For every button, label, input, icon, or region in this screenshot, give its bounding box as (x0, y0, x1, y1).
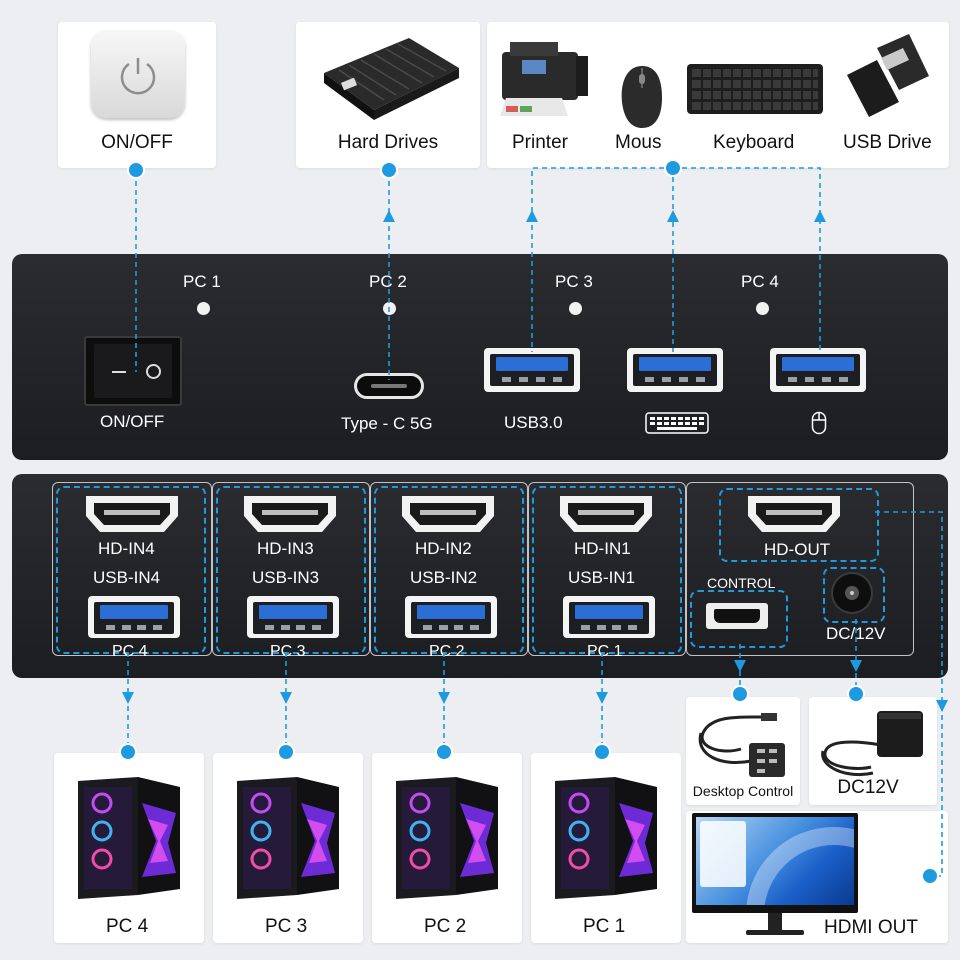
printer-icon (500, 42, 588, 116)
hdmi-out-port[interactable] (742, 494, 846, 534)
front-usb-port-1[interactable] (484, 348, 580, 392)
peripherals-card: Printer Mous Keyboard USB Drive (487, 22, 949, 168)
hdmi-in2-port[interactable] (400, 494, 496, 534)
front-pc2-label: PC 2 (369, 272, 407, 291)
hd-in4-label: HD-IN4 (98, 539, 155, 558)
keyboard-port-icon (645, 412, 709, 434)
back-pc3-label: PC 3 (270, 643, 306, 660)
keyboard-label: Keyboard (713, 132, 795, 153)
usb-in1-port[interactable] (563, 596, 655, 638)
front-usb-port-3[interactable] (770, 348, 866, 392)
dc12v-connector-dot (847, 685, 865, 703)
type-c-port[interactable] (354, 373, 424, 399)
pc3-led (569, 302, 582, 315)
hdmi-in1-port[interactable] (558, 494, 654, 534)
back-pc1-label: PC 1 (587, 643, 623, 660)
pc2-tower-icon (396, 777, 498, 899)
dc-12v-port-label: DC/12V (826, 624, 886, 643)
bottom-pc3-label: PC 3 (265, 916, 308, 937)
port-dash-2 (374, 486, 524, 654)
usb30-label: USB3.0 (504, 413, 563, 432)
keyboard-icon (687, 64, 823, 114)
onoff-connector-dot (127, 161, 145, 179)
usb-in3-label: USB-IN3 (252, 568, 320, 587)
pc4-connector-dot (119, 743, 137, 761)
dc12v-card: DC12V (809, 697, 937, 805)
port-group-3 (212, 482, 370, 656)
desktop-control-label: Desktop Control (692, 783, 794, 799)
mouse-port-icon (811, 411, 827, 435)
pc1-led (197, 302, 210, 315)
type-c-label: Type - C 5G (341, 414, 433, 433)
port-dash-3 (216, 486, 366, 654)
back-pc2-label: PC 2 (429, 643, 465, 660)
peripherals-connector-dot (664, 159, 682, 177)
front-pc3-label: PC 3 (555, 272, 593, 291)
pc1-connector-dot (593, 743, 611, 761)
hard-drive-connector-dot (380, 161, 398, 179)
hd-in3-label: HD-IN3 (257, 539, 314, 558)
bottom-pc1-label: PC 1 (583, 916, 626, 937)
monitor-card: HDMI OUT (686, 811, 948, 943)
pc4-tower-icon (78, 777, 180, 899)
bottom-pc4-label: PC 4 (106, 916, 149, 937)
hdmi-in4-port[interactable] (84, 494, 180, 534)
monitor-connector-dot (921, 867, 939, 885)
dc-jack-port[interactable] (833, 574, 871, 612)
desktop-control-icon (698, 713, 785, 777)
desktop-control-card: Desktop Control (686, 697, 800, 805)
pc4-led (756, 302, 769, 315)
port-group-2 (370, 482, 528, 656)
back-pc4-label: PC 4 (112, 643, 148, 660)
onoff-card: ON/OFF (58, 22, 216, 168)
power-adapter-icon (821, 711, 923, 776)
power-rocker-switch[interactable] (84, 336, 182, 406)
hd-in2-label: HD-IN2 (415, 539, 472, 558)
mouse-label: Mous (615, 132, 662, 153)
usb-in4-port[interactable] (88, 596, 180, 638)
onoff-device-label: ON/OFF (101, 132, 173, 153)
pc3-connector-dot (277, 743, 295, 761)
usb-drive-icon (847, 34, 929, 117)
usb-drive-label: USB Drive (843, 132, 932, 153)
front-usb-port-2[interactable] (627, 348, 723, 392)
front-pc1-label: PC 1 (183, 272, 221, 291)
usb-in4-label: USB-IN4 (93, 568, 161, 587)
printer-label: Printer (512, 132, 568, 153)
usb-in2-label: USB-IN2 (410, 568, 478, 587)
hard-drive-card: Hard Drives (296, 22, 480, 168)
monitor-icon (692, 813, 858, 913)
pc2-led (383, 302, 396, 315)
control-label: CONTROL (707, 575, 776, 591)
hard-drive-icon (324, 38, 459, 120)
control-dash (690, 590, 788, 648)
pc1-tower-icon (555, 777, 657, 899)
hard-drives-label: Hard Drives (337, 132, 439, 153)
hdmi-in3-port[interactable] (242, 494, 338, 534)
hd-out-label: HD-OUT (764, 540, 831, 559)
hd-in1-label: HD-IN1 (574, 539, 631, 558)
control-port[interactable] (706, 603, 768, 629)
pc3-tower-icon (237, 777, 339, 899)
mouse-icon (621, 66, 662, 128)
hdmi-out-label: HDMI OUT (824, 917, 918, 938)
port-group-1 (528, 482, 686, 656)
desktop-control-connector-dot (731, 685, 749, 703)
usb-in2-port[interactable] (405, 596, 497, 638)
port-dash-1 (532, 486, 682, 654)
front-onoff-label: ON/OFF (100, 412, 165, 431)
usb-in3-port[interactable] (247, 596, 339, 638)
front-pc4-label: PC 4 (741, 272, 779, 291)
port-group-4 (52, 482, 212, 656)
dc12v-label: DC12V (837, 777, 899, 798)
power-button-icon (91, 30, 185, 118)
bottom-pc2-label: PC 2 (424, 916, 467, 937)
port-dash-4 (56, 486, 206, 654)
usb-in1-label: USB-IN1 (568, 568, 636, 587)
pc2-connector-dot (435, 743, 453, 761)
